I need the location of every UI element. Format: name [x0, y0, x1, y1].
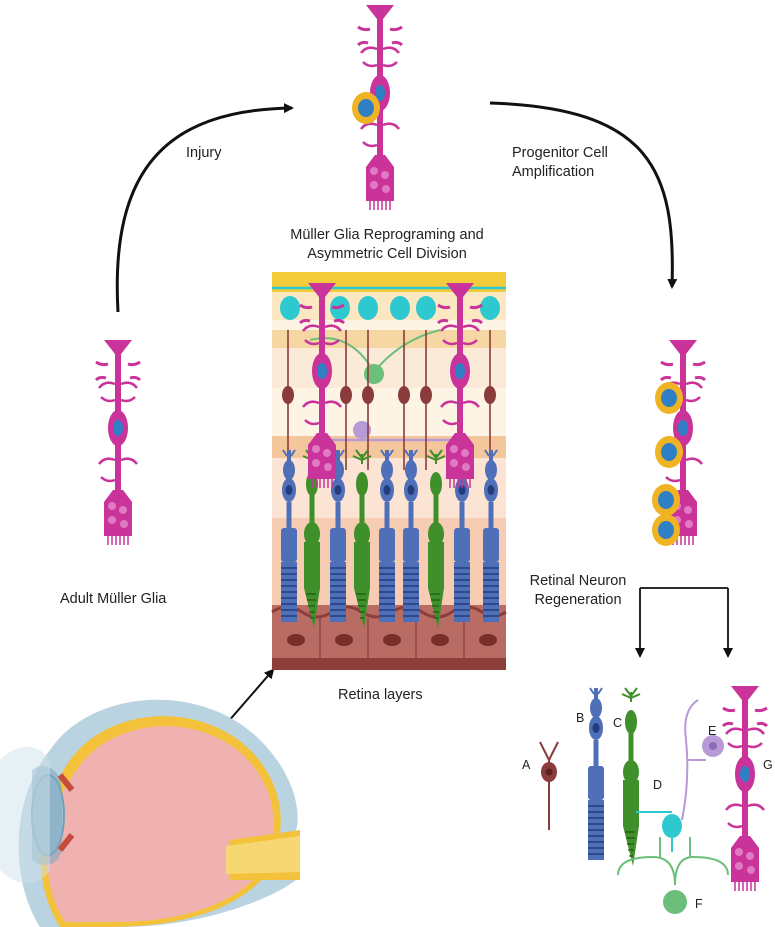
- cell-tag-g: G: [763, 758, 773, 772]
- progenitor-cell: [352, 92, 380, 124]
- cell-b-rod: [587, 687, 605, 861]
- bracket-arrow-icon: [635, 587, 733, 658]
- cell-a-bipolar: [539, 741, 559, 830]
- arrow-curved-icon: [115, 103, 294, 313]
- cell-tag-f: F: [695, 897, 703, 911]
- eye-illustration: [0, 699, 300, 927]
- progenitor-label: Progenitor Cell Amplification: [512, 144, 608, 182]
- progenitor-cell: [655, 382, 683, 414]
- reprogramming-label-line2: Asymmetric Cell Division: [307, 246, 467, 262]
- progenitor-label-line1: Progenitor Cell: [512, 145, 608, 161]
- progenitor-cell: [655, 436, 683, 468]
- reprogramming-label: Müller Glia Reprograming and Asymmetric …: [252, 226, 522, 264]
- regeneration-label-line2: Regeneration: [534, 592, 622, 608]
- retina-layers-label: Retina layers: [338, 687, 423, 703]
- regeneration-label: Retinal Neuron Regeneration: [508, 572, 648, 610]
- adult-muller-glia: [94, 338, 142, 547]
- arrow-curved-icon: [489, 101, 678, 289]
- regeneration-label-line1: Retinal Neuron: [529, 573, 627, 589]
- cell-tag-c: C: [613, 716, 623, 730]
- cell-e-horizontal: [681, 699, 724, 821]
- progenitor-cell: [652, 484, 680, 516]
- cell-tag-d: D: [653, 778, 663, 792]
- cell-c-cone: [621, 687, 641, 867]
- progenitor-cell: [652, 514, 680, 546]
- cell-f-amacrine: [617, 837, 729, 914]
- cell-tag-e: E: [708, 724, 717, 738]
- adult-muller-glia-label: Adult Müller Glia: [60, 591, 167, 607]
- cell-tag-b: B: [576, 711, 585, 725]
- cell-tag-a: A: [522, 758, 531, 772]
- progenitor-label-line2: Amplification: [512, 164, 595, 180]
- injury-label: Injury: [186, 145, 222, 161]
- cell-d-ganglion: [636, 811, 682, 852]
- cell-g-muller-glia: [721, 684, 769, 893]
- retina-layers-panel: [271, 272, 507, 670]
- reprogramming-label-line1: Müller Glia Reprograming and: [290, 227, 484, 243]
